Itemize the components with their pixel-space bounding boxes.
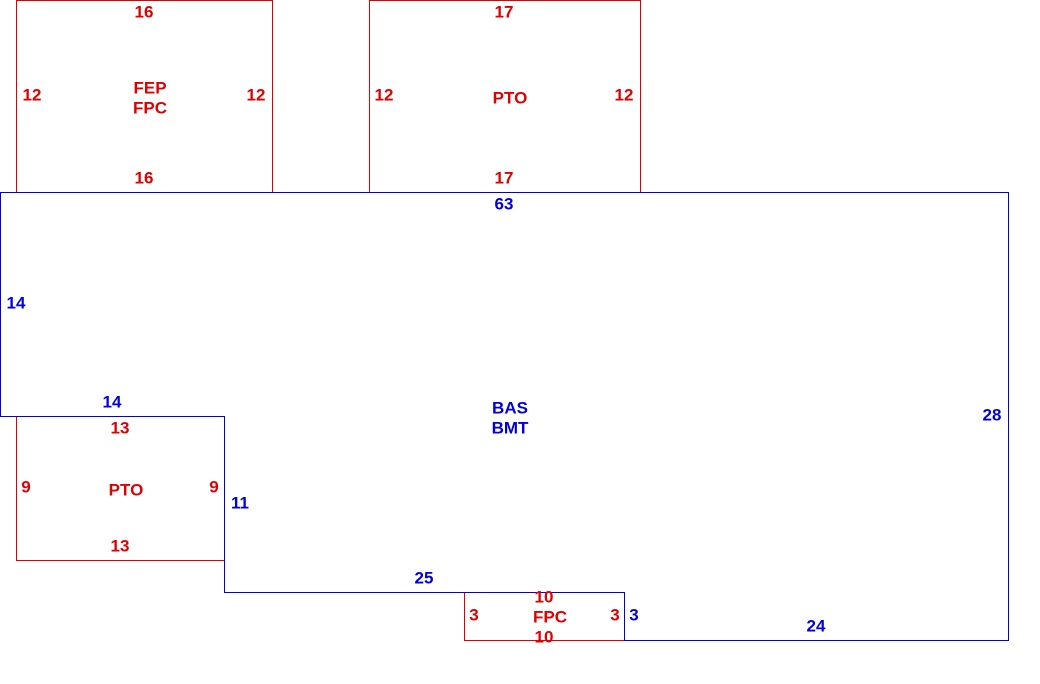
dim-label: 3 [610,605,620,625]
dim-label: 16 [134,2,154,22]
dim-label: 16 [134,168,154,188]
dim-label: 24 [806,616,826,636]
main-outline [0,192,1009,641]
dim-label: 3 [469,605,479,625]
dim-label: 12 [614,85,634,105]
dim-label: 17 [494,168,514,188]
dim-label: 63 [494,194,514,214]
area-label: PTO [108,480,144,500]
dim-label: 14 [6,293,26,313]
dim-label: 9 [209,477,219,497]
area-label: BMT [491,418,529,438]
dim-label: 25 [414,568,434,588]
dim-label: 10 [534,627,554,647]
dim-label: 13 [110,536,130,556]
dim-label: 12 [22,85,42,105]
dim-label: 13 [110,418,130,438]
dim-label: 10 [534,587,554,607]
dim-label: 17 [494,2,514,22]
area-label: FPC [533,607,567,627]
dim-label: 12 [246,85,266,105]
area-label: PTO [492,88,528,108]
dim-label: 3 [629,605,639,625]
dim-label: 28 [982,405,1002,425]
area-label: FPC [133,98,167,118]
area-label: FEP [133,78,167,98]
dim-label: 12 [374,85,394,105]
dim-label: 14 [102,392,122,412]
dim-label: 9 [21,477,31,497]
dim-label: 11 [231,493,249,513]
area-label: BAS [492,398,528,418]
